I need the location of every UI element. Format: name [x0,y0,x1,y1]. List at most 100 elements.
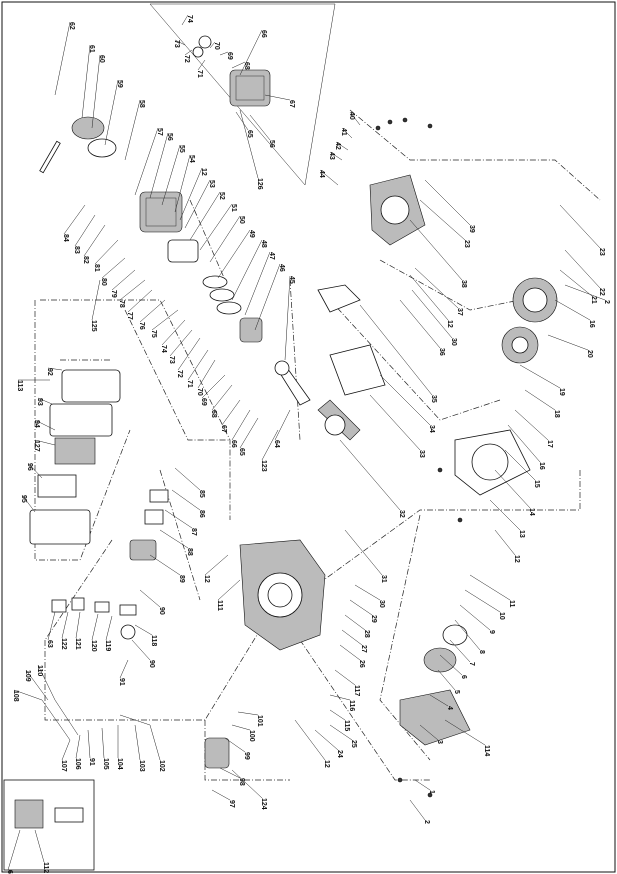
callout-leader-c91a [119,659,129,679]
part-number-29: 29 [370,615,377,623]
part-number-12: 12 [513,555,520,563]
part-number-30: 30 [450,338,457,346]
part-number-46: 46 [278,264,285,272]
callout-leader-c56b [249,114,271,141]
callout-leader-c38 [409,219,463,281]
part-number-70: 70 [196,388,203,396]
callout-leader-c17 [514,409,549,441]
callout-leader-c103 [134,724,141,761]
callout-leader-c98 [219,767,241,779]
part-number-28: 28 [363,630,370,638]
callout-leader-c55 [161,144,181,206]
valve-cover [71,116,105,140]
callout-leader-c60 [91,54,101,129]
callout-leader-c51 [199,203,233,251]
callout-leader-c35 [359,304,433,396]
callout-leader-c74b [181,14,189,26]
air-filter-frame [49,403,113,437]
valve-cover-gasket [87,138,117,158]
callout-leader-c33 [369,394,421,451]
part-number-94: 94 [33,420,40,428]
air-filter-foam [37,474,77,498]
piston-ring-3 [216,301,242,315]
part-number-73: 73 [173,40,180,48]
part-number-7: 7 [468,662,475,666]
callout-leader-c6 [439,654,463,676]
callout-leader-c99 [224,737,246,753]
part-number-2: 2 [603,300,610,304]
callout-leader-c96 [27,462,43,479]
part-number-114: 114 [483,745,490,756]
push-rod [39,140,61,174]
callout-leader-c105 [101,727,105,759]
part-number-16: 16 [588,320,595,328]
callout-leader-c29 [349,599,373,616]
part-number-5: 5 [453,690,460,694]
callout-leader-c88 [159,529,189,549]
callout-leader-c2b [409,799,426,821]
part-number-76: 76 [138,322,145,330]
callout-leader-c9 [459,604,491,631]
part-number-39: 39 [468,225,475,233]
part-number-125: 125 [90,320,97,332]
choke-lever [51,599,67,613]
part-number-22: 22 [598,288,605,296]
part-number-26: 26 [358,660,365,668]
part-number-99: 99 [243,752,250,760]
callout-leader-c87 [164,509,193,529]
air-filter-base [29,509,91,545]
callout-leader-c70b [209,41,216,49]
part-number-30: 30 [378,600,385,608]
callout-labels: 6261605958575655541253525150494847464564… [6,14,610,874]
detail-inset-box [3,779,95,871]
callout-leader-c101 [237,711,259,716]
part-number-49: 49 [248,230,255,238]
part-number-74: 74 [186,15,193,23]
callout-leader-c32 [339,439,401,511]
part-number-43: 43 [328,152,335,160]
callout-leader-c7 [449,639,471,663]
part-number-56: 56 [166,133,173,141]
callout-leader-c72b [184,49,193,56]
callout-leader-c86 [171,489,201,511]
part-number-90: 90 [158,607,165,615]
part-number-64: 64 [273,440,280,448]
part-number-126: 126 [256,178,263,190]
callout-leader-c97 [211,789,231,801]
callout-leader-c22 [564,249,601,289]
callout-leader-c65 [239,417,259,449]
callout-leader-c43 [329,151,343,161]
part-number-74: 74 [160,345,167,353]
part-number-65: 65 [246,130,253,138]
callout-leader-c69b [7,829,21,871]
part-number-68: 68 [243,62,250,70]
cylinder-head [139,191,183,233]
part-number-123: 123 [260,460,267,472]
callout-leader-c12a [179,167,203,221]
callout-leader-c61 [81,44,91,119]
part-number-85: 85 [198,490,205,498]
callout-leader-c41 [341,127,353,139]
callout-leader-c68b [231,61,246,69]
part-number-106: 106 [74,758,81,770]
callout-leader-c106 [75,734,81,759]
callout-leader-c42 [335,141,349,151]
part-number-47: 47 [268,252,275,260]
callout-leader-c122 [61,611,69,639]
callout-leader-c71b [197,59,206,71]
callout-leader-c117 [334,669,356,686]
callout-leader-c67 [221,399,241,426]
part-number-102: 102 [158,760,165,772]
callout-leader-c31 [344,529,383,576]
callout-leader-c39 [424,179,471,226]
callout-leader-c34 [379,374,431,426]
starter-motor [204,737,230,769]
part-number-105: 105 [102,758,109,770]
part-number-127: 127 [33,440,40,452]
part-number-122: 122 [60,638,67,650]
part-number-92: 92 [46,368,53,376]
oil-guard [317,284,361,313]
callout-leader-c46 [254,263,281,331]
callout-leader-c65b [235,111,249,131]
